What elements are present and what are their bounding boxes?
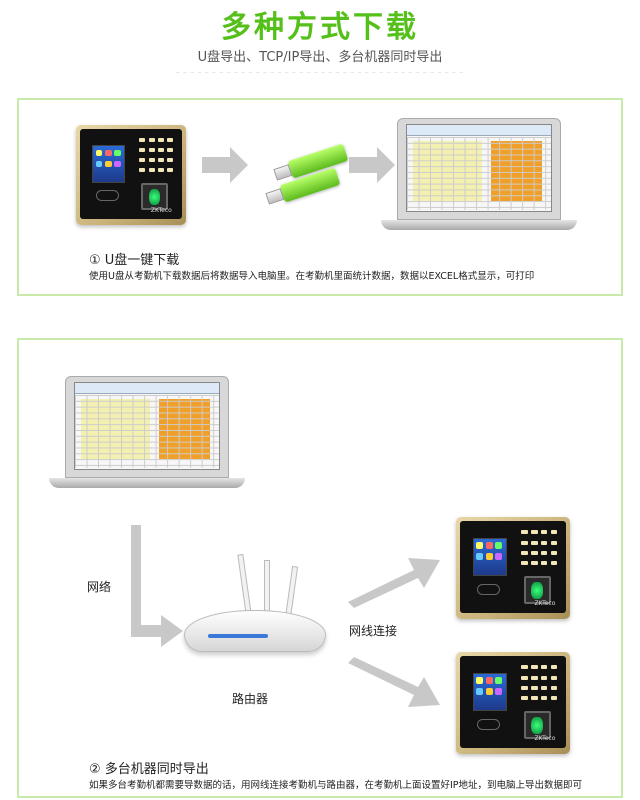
fingerprint-sensor: [523, 711, 551, 740]
decorative-divider: — — — — — — — — — — — — — — — — — — — — …: [175, 70, 465, 75]
attendance-device-image: ZKTeco: [76, 125, 186, 225]
network-down-arrow-icon: [131, 525, 183, 647]
step-one-title: ① U盘一键下载: [89, 253, 180, 268]
usb-download-panel: ZKTeco ① U盘一键下载 使用U盘从考勤机下载数据后将数据导入电脑里。在考…: [17, 98, 623, 296]
camera-window: [476, 718, 501, 730]
page-subtitle: U盘导出、TCP/IP导出、多台机器同时导出: [197, 50, 443, 65]
wired-connection-label: 网线连接: [349, 624, 398, 638]
arrow-right-icon: [349, 147, 395, 183]
step-two-title: ② 多台机器同时导出: [89, 762, 209, 777]
fingerprint-sensor: [523, 576, 551, 605]
attendance-device-image: ZKTeco: [456, 517, 570, 619]
attendance-device-image: ZKTeco: [456, 652, 570, 754]
laptop-spreadsheet-image: [381, 118, 577, 240]
arrow-down-right-icon: [348, 657, 440, 707]
laptop-spreadsheet-image: [49, 376, 245, 498]
router-label: 路由器: [232, 692, 269, 706]
arrow-right-icon: [202, 147, 248, 183]
router-image: [184, 553, 326, 664]
fingerprint-sensor: [141, 183, 168, 211]
device-brand-logo: ZKTeco: [534, 600, 556, 608]
usb-drive-image: [259, 140, 359, 210]
page-title: 多种方式下载: [221, 10, 419, 45]
camera-window: [476, 583, 501, 595]
multi-device-export-panel: 网络 路由器 网线连接: [17, 338, 623, 798]
step-one-description: 使用U盘从考勤机下载数据后将数据导入电脑里。在考勤机里面统计数据，数据以EXCE…: [89, 271, 535, 282]
camera-window: [96, 190, 119, 202]
device-brand-logo: ZKTeco: [150, 206, 172, 214]
step-two-description: 如果多台考勤机都需要导数据的话，用网线连接考勤机与路由器，在考勤机上面设置好IP…: [89, 780, 583, 791]
arrow-up-right-icon: [348, 558, 440, 608]
device-brand-logo: ZKTeco: [534, 735, 556, 743]
network-label: 网络: [87, 580, 112, 594]
